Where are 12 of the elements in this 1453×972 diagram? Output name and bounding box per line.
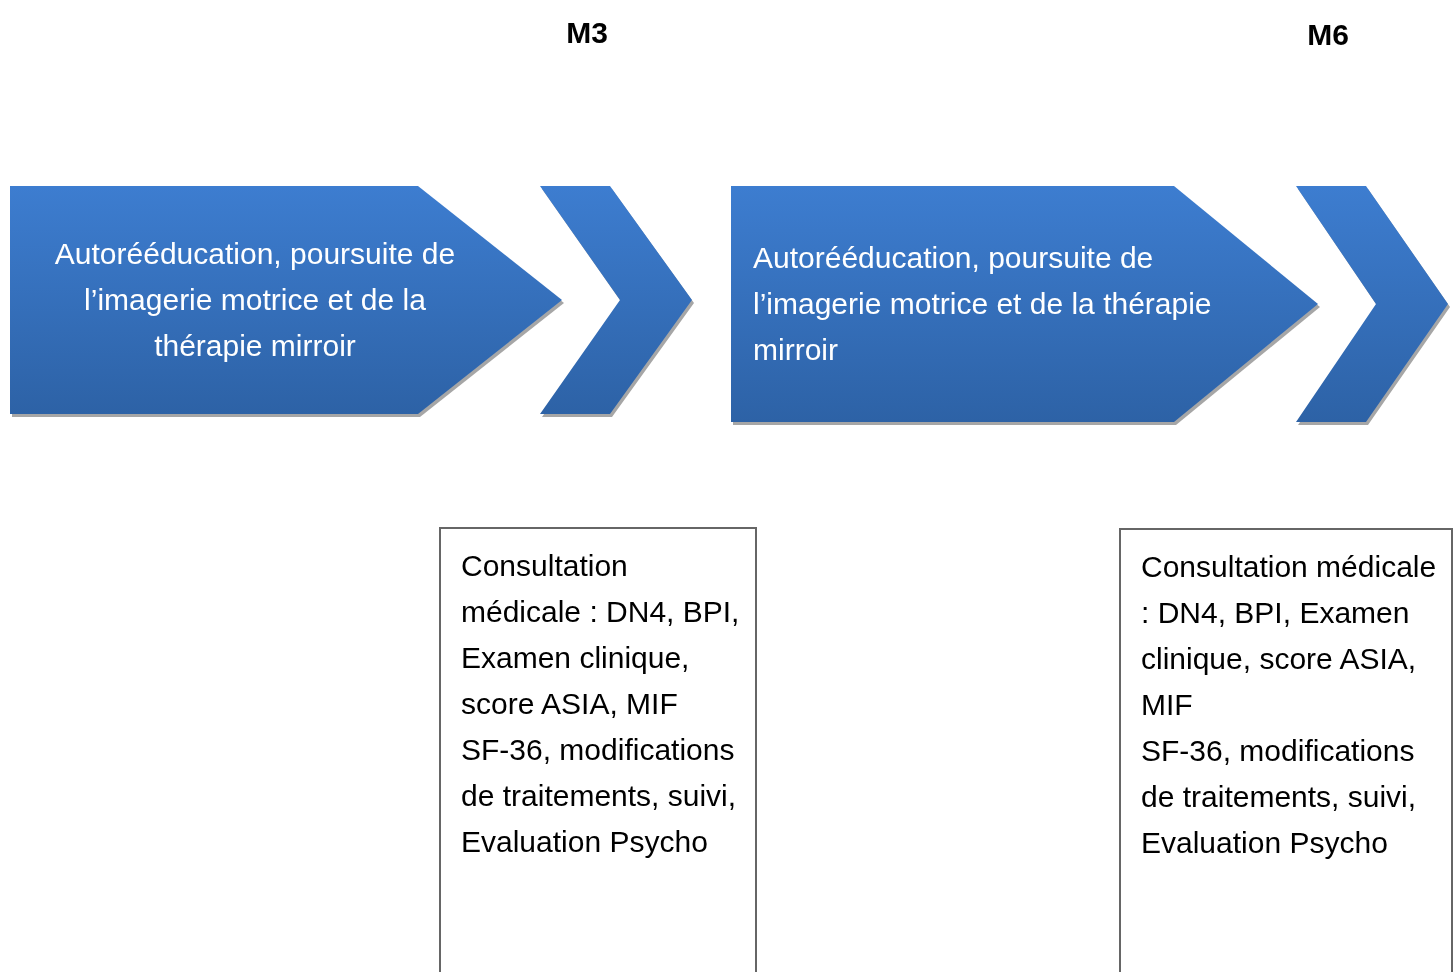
arrow-text: Autorééducation, poursuite de l’imagerie motrice et de la thérapie mirroir bbox=[753, 240, 1213, 368]
chevron-arrow bbox=[1296, 186, 1450, 425]
note-text: SF-36, modifications de traitements, suivi, Evaluation Psycho bbox=[1141, 733, 1418, 861]
chevron-arrow bbox=[540, 186, 694, 417]
note-text: Consultation médicale : DN4, BPI, Examen clinique, score ASIA, MIF bbox=[461, 548, 741, 722]
note-box bbox=[1119, 528, 1453, 972]
milestone-label: M6 bbox=[1306, 17, 1350, 53]
note-text: SF-36, modifications de traitements, suivi, Evaluation Psycho bbox=[461, 732, 738, 860]
note-box bbox=[439, 527, 757, 972]
arrow-text: Autorééducation, poursuite de l’imagerie motrice et de la thérapie mirroir bbox=[53, 236, 457, 364]
milestone-label: M3 bbox=[565, 15, 609, 51]
note-text: Consultation médicale : DN4, BPI, Examen clinique, score ASIA, MIF bbox=[1141, 549, 1438, 723]
